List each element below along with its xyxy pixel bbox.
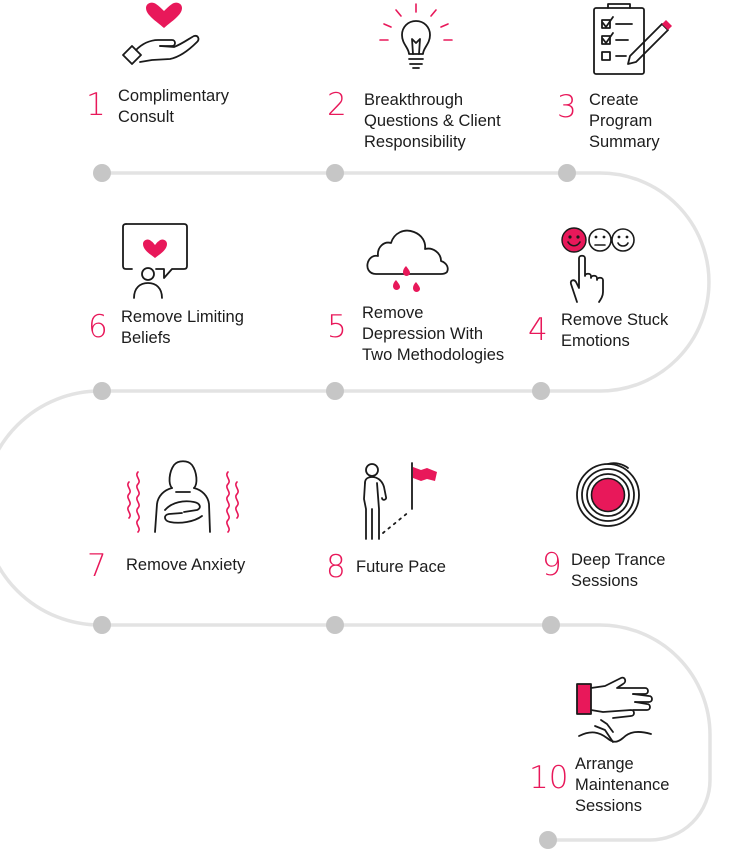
person-flag-icon xyxy=(355,461,439,546)
milestone-dot xyxy=(93,382,111,400)
spiral-target-icon xyxy=(575,462,641,533)
checklist-pencil-icon xyxy=(588,2,672,81)
step-7-label: Remove Anxiety xyxy=(126,556,246,574)
heart-in-hand-icon xyxy=(118,2,200,79)
milestone-dot xyxy=(93,164,111,182)
milestone-dot xyxy=(542,616,560,634)
step-8-label: Future Pace xyxy=(356,558,446,576)
step-5-number: 5 xyxy=(327,309,347,345)
step-10-number: 10 xyxy=(529,760,569,796)
winding-road xyxy=(0,171,712,842)
step-1-number: 1 xyxy=(86,87,106,123)
emotion-faces-hand-icon xyxy=(559,226,639,309)
step-9-number: 9 xyxy=(542,547,562,583)
milestone-dot xyxy=(539,831,557,849)
step-9-label: Deep Trance Sessions xyxy=(571,551,666,590)
step-8-number: 8 xyxy=(326,549,346,585)
milestone-dot xyxy=(326,164,344,182)
step-4-label: Remove Stuck Emotions xyxy=(561,311,669,350)
step-5-label: Remove Depression With Two Methodologies xyxy=(362,304,505,364)
milestone-dot xyxy=(326,382,344,400)
step-1-label: Complimentary Consult xyxy=(118,87,229,126)
step-6-number: 6 xyxy=(88,309,108,345)
step-10-label: Arrange Maintenance Sessions xyxy=(575,755,670,815)
lightbulb-icon xyxy=(378,3,454,79)
milestone-dot xyxy=(558,164,576,182)
step-2-label: Breakthrough Questions & Client Responsi… xyxy=(364,91,501,151)
anxious-person-icon xyxy=(124,458,244,539)
step-6-label: Remove Limiting Beliefs xyxy=(121,308,244,347)
handshake-icon xyxy=(573,670,657,759)
step-3-label: Create Program Summary xyxy=(589,91,660,151)
step-3-number: 3 xyxy=(557,89,577,125)
rain-cloud-icon xyxy=(366,226,450,307)
milestone-dot xyxy=(532,382,550,400)
step-7-number: 7 xyxy=(87,548,107,584)
milestone-dot xyxy=(93,616,111,634)
step-2-number: 2 xyxy=(327,87,347,123)
milestone-dot xyxy=(326,616,344,634)
step-4-number: 4 xyxy=(528,312,548,348)
thought-bubble-heart-icon xyxy=(120,222,192,307)
